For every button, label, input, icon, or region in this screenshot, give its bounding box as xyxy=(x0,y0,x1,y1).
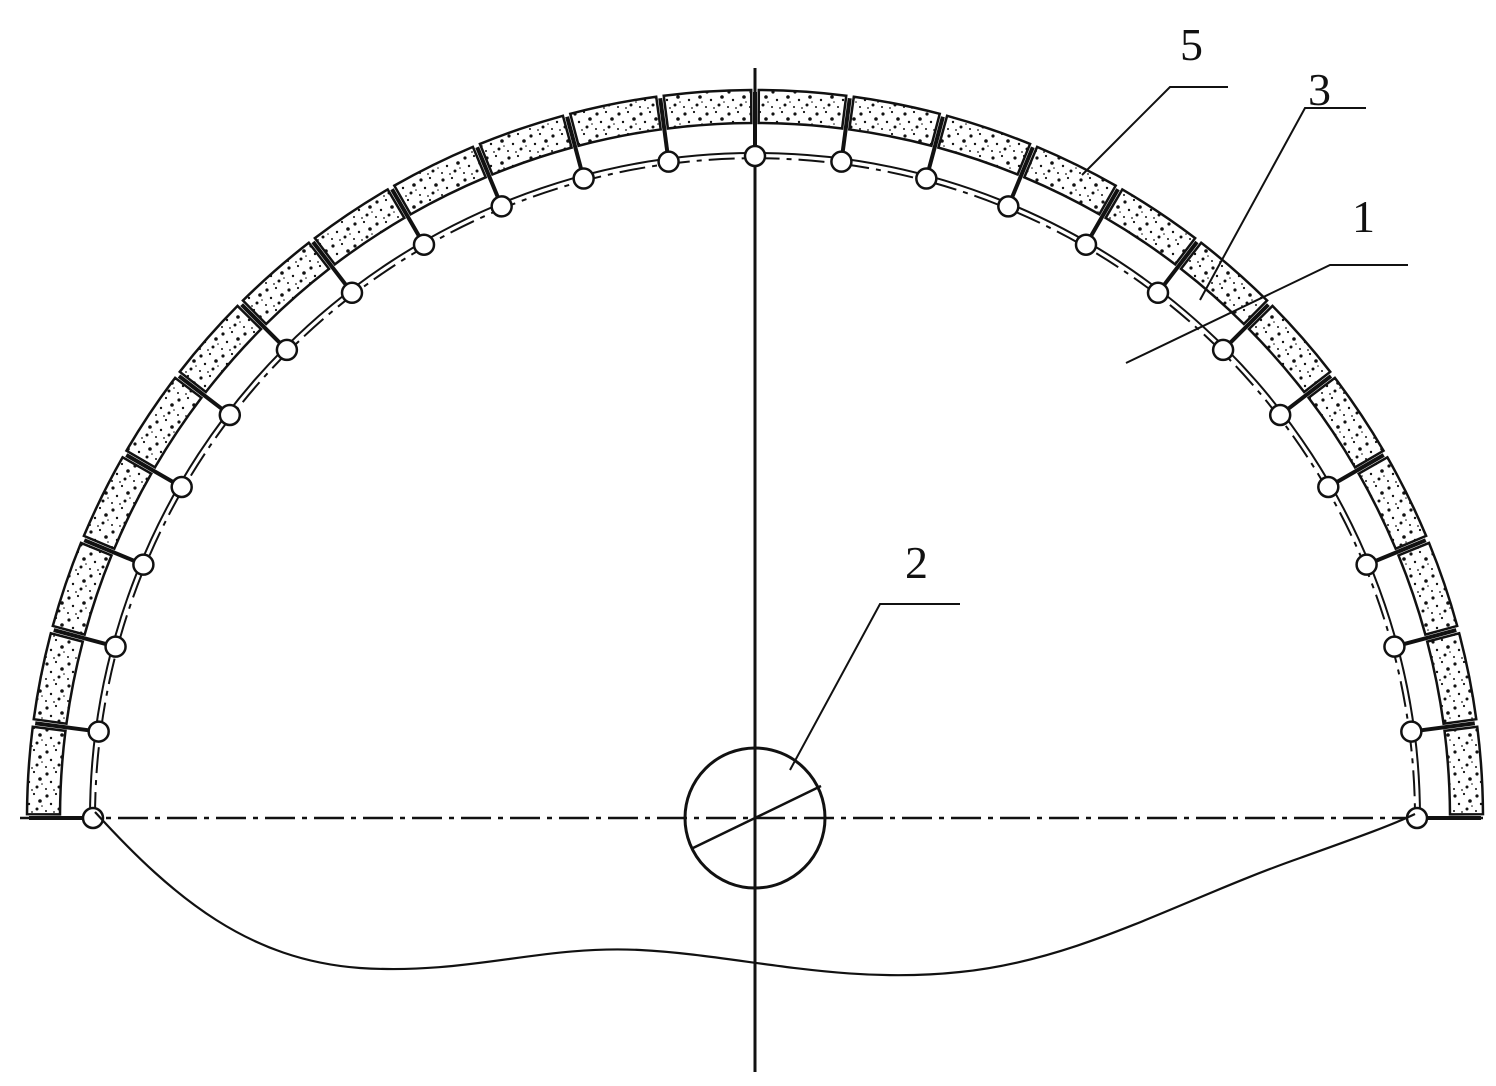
key-slot-hole xyxy=(340,281,364,305)
cutter-segment xyxy=(241,241,331,326)
key-slot xyxy=(1371,538,1427,565)
key-slots xyxy=(29,92,1481,830)
cutter-segment xyxy=(936,114,1032,177)
leader-line-5 xyxy=(1081,86,1228,176)
key-slot xyxy=(1283,374,1333,413)
key-slot-hole xyxy=(1146,281,1170,305)
leader-line-3 xyxy=(1199,107,1366,301)
key-slot xyxy=(1225,303,1270,348)
key-slot-hole xyxy=(81,806,105,830)
cutter-segment xyxy=(313,187,407,267)
key-slot-hole xyxy=(1383,635,1406,658)
key-slot-hole xyxy=(830,150,853,173)
cutter-segment xyxy=(662,88,753,130)
key-slot-hole xyxy=(218,403,242,427)
cutter-segment xyxy=(1179,241,1269,326)
key-slot xyxy=(390,188,423,241)
key-slot xyxy=(311,240,350,290)
cutter-segment xyxy=(1247,304,1332,394)
key-slot xyxy=(1417,721,1476,733)
key-slot xyxy=(53,628,111,648)
callout-3: 3 xyxy=(1308,64,1331,115)
key-slot-hole xyxy=(490,195,513,218)
key-slot-hole xyxy=(1268,403,1292,427)
cutter-segment xyxy=(392,145,488,217)
cutter-segment xyxy=(32,631,85,726)
key-slot-hole xyxy=(1405,806,1429,830)
key-slot xyxy=(1160,240,1199,290)
key-slot-hole xyxy=(1211,338,1235,362)
key-slot-hole xyxy=(104,635,127,658)
cutter-segment xyxy=(124,376,204,470)
key-slot xyxy=(34,721,93,733)
cutter-segment xyxy=(757,88,848,130)
callout-2: 2 xyxy=(905,537,928,588)
cutter-segment xyxy=(1022,145,1118,217)
cutter-segments xyxy=(25,88,1485,819)
key-slot xyxy=(125,453,178,486)
cutter-segment xyxy=(1443,725,1485,816)
key-slot-hole xyxy=(657,150,680,173)
cutter-segment xyxy=(178,304,263,394)
cutter-segment xyxy=(82,455,154,551)
key-slot-hole xyxy=(1074,233,1098,256)
key-slot xyxy=(925,116,945,174)
key-slot-hole xyxy=(572,167,595,190)
key-slot xyxy=(1087,188,1120,241)
key-slot-hole xyxy=(132,553,155,576)
key-slot xyxy=(840,97,852,156)
cutter-segment xyxy=(1306,376,1386,470)
key-slot xyxy=(1332,453,1385,486)
callout-5: 5 xyxy=(1180,19,1203,70)
key-slot-hole xyxy=(743,144,767,168)
key-slot-hole xyxy=(87,720,110,743)
key-slot xyxy=(240,303,285,348)
cutter-segment xyxy=(568,95,663,148)
cutter-segment xyxy=(1396,541,1459,637)
cutter-segment xyxy=(1103,187,1197,267)
key-slot-hole xyxy=(1355,553,1378,576)
key-slot-hole xyxy=(1317,475,1340,499)
arbor-hole-diameter-line xyxy=(692,784,822,850)
leader-line-1 xyxy=(1125,264,1408,364)
key-slot-hole xyxy=(275,338,299,362)
cutter-segment xyxy=(51,541,114,637)
key-slot-hole xyxy=(170,475,193,499)
leader-lines xyxy=(789,86,1408,771)
cutter-segment xyxy=(847,95,942,148)
key-slot xyxy=(83,538,139,565)
key-slot xyxy=(475,146,502,202)
key-slot-hole xyxy=(915,167,938,190)
cutter-segment xyxy=(1425,631,1478,726)
key-slot-hole xyxy=(1400,720,1423,743)
cutter-segment xyxy=(1356,455,1428,551)
key-slot xyxy=(177,374,227,413)
key-slot xyxy=(658,97,670,156)
key-slot-hole xyxy=(997,195,1020,218)
key-slot xyxy=(565,116,585,174)
key-slot-hole xyxy=(412,233,436,256)
leader-line-2 xyxy=(789,603,960,771)
callout-1: 1 xyxy=(1352,191,1375,242)
cutter-segment xyxy=(478,114,574,177)
key-slot xyxy=(1399,628,1457,648)
break-line xyxy=(94,811,1416,977)
key-slot xyxy=(1008,146,1035,202)
arbor-hole xyxy=(683,746,827,890)
cutter-segment xyxy=(25,725,67,816)
